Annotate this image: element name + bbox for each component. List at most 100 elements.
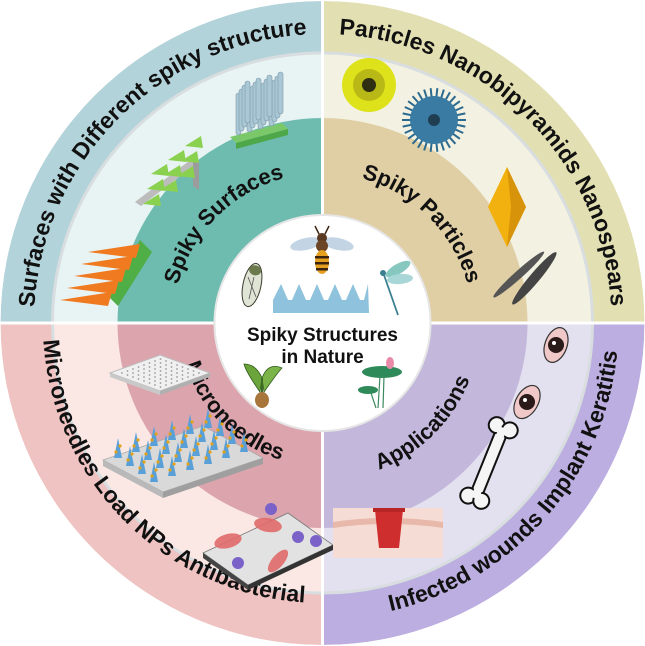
np-loaded-needle (210, 430, 218, 450)
cone-array-illustration (135, 136, 203, 206)
nanopillar (266, 74, 273, 118)
np-loaded-needle (186, 450, 194, 470)
center-title-line2: in Nature (281, 347, 363, 368)
microneedle (192, 370, 195, 372)
np-loaded-needle (114, 438, 122, 458)
infected-wound-illustration (333, 508, 443, 558)
cone (185, 136, 203, 148)
microneedle (159, 374, 162, 376)
microneedle (148, 370, 151, 372)
dragonfly-icon (380, 260, 413, 316)
np-loaded-needle (126, 446, 134, 466)
taro-plant-icon (243, 363, 283, 408)
microneedle (137, 366, 140, 368)
microneedle (154, 368, 156, 370)
microneedle (154, 380, 156, 382)
np-loaded-needle (168, 420, 176, 440)
microneedle (159, 362, 162, 364)
np-loaded-needle (168, 456, 176, 476)
gold-nanobipyramid-illustration (488, 167, 526, 247)
microneedle (181, 374, 184, 376)
nanopillar-array-illustration (230, 71, 288, 149)
microneedle (132, 376, 134, 378)
microneedle (132, 368, 134, 370)
microneedle (121, 372, 123, 374)
microneedle (176, 372, 178, 374)
microneedle (165, 360, 167, 362)
microneedle (181, 378, 184, 380)
center-content: Spiky Structures in Nature (241, 225, 413, 409)
blue-spiky-particle-illustration (402, 88, 466, 152)
microneedle (126, 370, 129, 372)
microneedle (170, 370, 173, 372)
np-loaded-needle (192, 436, 200, 456)
microneedle (159, 370, 162, 372)
microneedle (137, 374, 140, 376)
microneedle (176, 368, 178, 370)
microneedle (181, 366, 184, 368)
np-loaded-needle (144, 440, 152, 460)
microneedle (170, 374, 173, 376)
microneedle (176, 380, 178, 382)
microneedle (165, 372, 167, 374)
np-loaded-needle (138, 454, 146, 474)
triangular-spike (74, 268, 126, 282)
triangular-spike (88, 244, 140, 258)
cicada-icon (241, 262, 263, 308)
microneedle (170, 378, 173, 380)
microneedle-patch-illustration (108, 354, 212, 395)
microneedle (181, 370, 184, 372)
infected-eye-illustration (543, 327, 569, 363)
gray-nanospears-illustration (493, 251, 557, 305)
cone (143, 194, 161, 206)
np-loaded-needle (180, 428, 188, 448)
microneedle (159, 386, 162, 388)
np-loaded-needle (150, 426, 158, 446)
nanopillar (255, 77, 262, 121)
microneedle (137, 378, 140, 380)
microneedle (159, 378, 162, 380)
microneedle (154, 372, 156, 374)
np-loaded-needle (204, 444, 212, 464)
np-loaded-needle (204, 408, 212, 428)
spike-profile-icon (273, 284, 369, 313)
nanopillar (244, 80, 251, 124)
microneedle (192, 374, 195, 376)
np-loaded-needle (162, 434, 170, 454)
np-loaded-needle (198, 422, 206, 442)
np-loaded-needle (240, 432, 248, 452)
microneedle (187, 376, 189, 378)
microneedle (187, 372, 189, 374)
lotus-icon (358, 357, 402, 409)
yellow-spiky-particle-illustration (342, 58, 396, 112)
microneedle (170, 362, 173, 364)
microneedle (148, 366, 151, 368)
np-loaded-needle (216, 416, 224, 436)
microneedle (143, 380, 145, 382)
microneedle (148, 382, 151, 384)
microneedle (165, 384, 167, 386)
cone (151, 164, 169, 176)
microneedle (187, 368, 189, 370)
microneedle (143, 368, 145, 370)
microneedle (165, 368, 167, 370)
np-loaded-needle (132, 432, 140, 452)
microneedle (143, 376, 145, 378)
microneedle (159, 382, 162, 384)
triangular-spike (67, 280, 119, 294)
np-loaded-needle (156, 448, 164, 468)
microneedle (159, 366, 162, 368)
triangular-spike (81, 256, 133, 270)
nanopillar (277, 71, 284, 115)
microneedle (126, 374, 129, 376)
microneedle (154, 364, 156, 366)
microneedle (170, 366, 173, 368)
triangular-spike (60, 292, 112, 306)
microneedle (148, 374, 151, 376)
cone (147, 179, 165, 191)
center-title-line1: Spiky Structures (247, 325, 398, 346)
microneedle (176, 364, 178, 366)
infected-eye-illustration (513, 384, 541, 420)
np-loaded-needle (186, 414, 194, 434)
